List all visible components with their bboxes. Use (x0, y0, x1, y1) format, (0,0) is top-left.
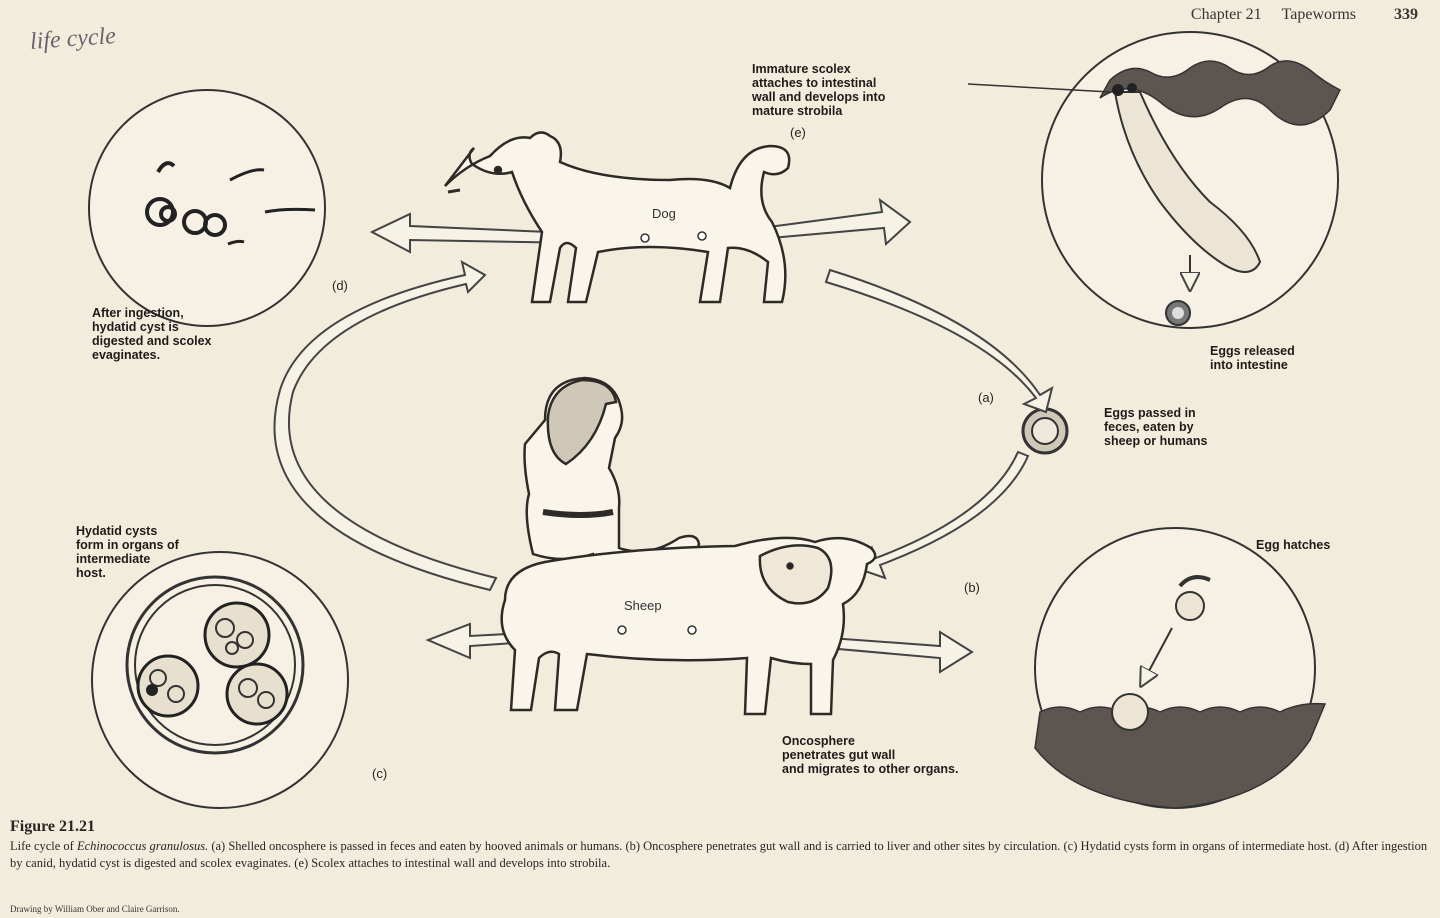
dog-label: Dog (652, 206, 676, 221)
stage-c-text: Hydatid cysts form in organs of intermed… (76, 524, 179, 580)
species-name: Echinococcus granulosus. (76, 839, 209, 853)
stage-d-letter: (d) (332, 278, 348, 293)
eggs-released-text: Eggs released into intestine (1210, 344, 1295, 372)
sheep-illustration (500, 536, 877, 716)
stage-a-text: Eggs passed in feces, eaten by sheep or … (1104, 406, 1208, 448)
drawing-credit: Drawing by William Ober and Claire Garri… (10, 904, 180, 914)
circle-b-oncosphere-gut-wall (1034, 527, 1327, 809)
circle-c-hydatid-cysts (91, 551, 349, 809)
figure-caption: Life cycle of Echinococcus granulosus. (… (10, 839, 1428, 870)
circle-d-evaginated-scolex (88, 89, 326, 327)
chapter-label: Chapter 21 (1190, 6, 1262, 23)
page-number: 339 (1394, 6, 1418, 23)
figure-title: Figure 21.21 (10, 818, 96, 835)
page-header: Chapter 21 Tapeworms 339 (1191, 6, 1418, 24)
dog-node-points (640, 231, 707, 243)
sheep-node-points (617, 625, 697, 635)
life-cycle-diagram (88, 31, 1342, 809)
section-label: Tapeworms (1281, 6, 1356, 23)
woman-illustration (523, 376, 701, 574)
stage-b-title: Egg hatches (1256, 538, 1331, 552)
egg-a (1021, 407, 1069, 455)
cycle-arrows (273, 260, 1054, 592)
stage-c-letter: (c) (372, 766, 388, 781)
scolex-leader-line (967, 83, 1111, 93)
stage-d-text: After ingestion, hydatid cyst is digeste… (92, 306, 212, 362)
stage-b-text: Oncosphere penetrates gut wall and migra… (782, 734, 959, 776)
circle-e-intestine-strobila (1041, 31, 1342, 329)
stage-a-letter: (a) (978, 390, 994, 405)
stage-e-letter: (e) (790, 125, 806, 140)
stage-b-letter: (b) (964, 580, 980, 595)
sheep-label: Sheep (624, 598, 662, 613)
stage-e-text: Immature scolex attaches to intestinal w… (752, 62, 886, 118)
dog-illustration (444, 131, 791, 304)
